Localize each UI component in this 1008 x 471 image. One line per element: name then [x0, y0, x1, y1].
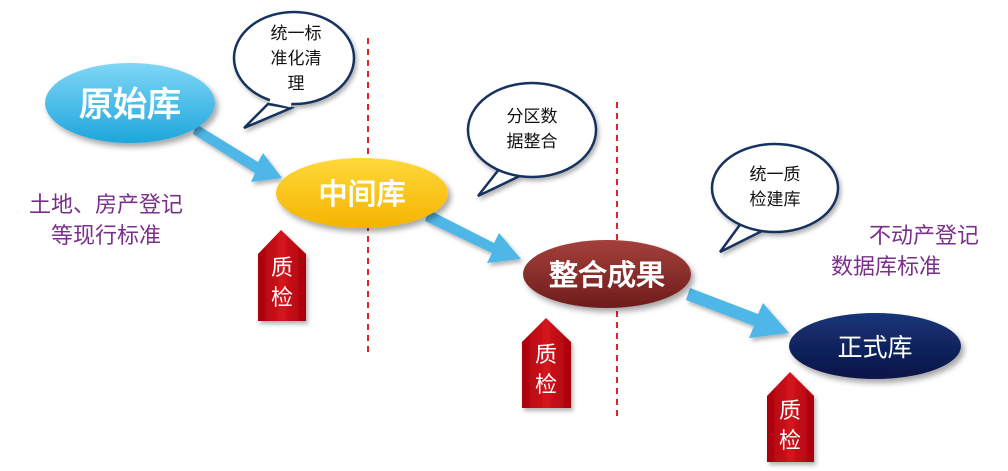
node-intermediate-db-label: 中间库 [318, 177, 405, 211]
bubble-text-qc-build-line-1: 统一质 [750, 165, 801, 185]
flow-arrow-1 [193, 124, 282, 182]
qc-badge-1 [258, 230, 306, 321]
bubble-text-partition-line-1: 分区数 [507, 107, 558, 127]
bubble-text-standardize-line-3: 理 [288, 74, 305, 94]
qc-badge-3-char-2: 检 [779, 429, 801, 454]
node-integration-result-label: 整合成果 [549, 258, 665, 292]
qc-badge-2 [522, 318, 571, 408]
qc-badge-1-char-1: 质 [271, 256, 293, 281]
bubble-text-standardize-line-2: 准化清 [271, 49, 322, 69]
bubble-standardize-clean [232, 10, 356, 130]
qc-badge-3-char-1: 质 [779, 399, 801, 424]
qc-badge-1-char-2: 检 [271, 286, 293, 311]
qc-badge-2-char-2: 检 [535, 373, 557, 398]
node-intermediate-db [276, 158, 448, 228]
bubble-partition-integrate [466, 81, 598, 198]
bubble-text-partition-line-2: 据整合 [507, 132, 558, 152]
bubble-unified-qc-build [710, 142, 840, 254]
node-official-db-label: 正式库 [837, 333, 912, 362]
bubble-text-standardize-line-1: 统一标 [271, 24, 322, 44]
flow-arrow-2 [425, 210, 521, 263]
qc-badge-3 [767, 372, 814, 462]
standard-land-housing-line-2: 等现行标准 [51, 224, 161, 249]
node-raw-db [45, 63, 215, 143]
node-raw-db-label: 原始库 [79, 85, 181, 125]
standard-real-estate-line-1: 不动产登记 [869, 224, 979, 249]
standard-real-estate-line-2: 数据库标准 [831, 255, 941, 280]
node-official-db [789, 313, 961, 379]
node-integration-result [523, 240, 691, 308]
qc-badge-2-char-1: 质 [535, 343, 557, 368]
bubble-text-qc-build-line-2: 检建库 [750, 190, 801, 210]
standard-land-housing-line-1: 土地、房产登记 [29, 193, 183, 218]
flow-arrow-3 [686, 288, 789, 338]
